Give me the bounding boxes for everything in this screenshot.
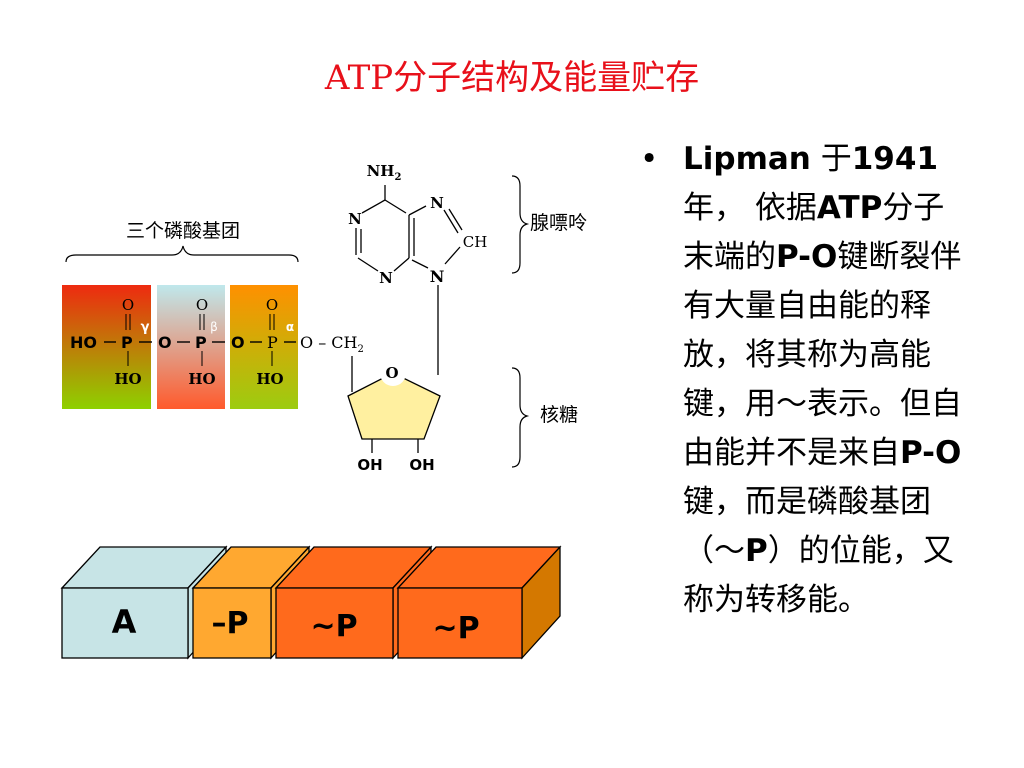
block-p3-label: ~P [432, 611, 479, 646]
block-p1-front [192, 587, 272, 659]
block-a-front [61, 587, 189, 659]
phosphate-group-label: 三个磷酸基团 [126, 220, 240, 242]
alpha-label: α [286, 320, 294, 334]
chain-p-beta: P [195, 333, 207, 352]
alpha-ho: HO [256, 370, 283, 388]
chain-ho-left: HO [70, 333, 97, 352]
chain-o-link-1: O [158, 333, 172, 352]
adenine-label: 腺嘌呤 [530, 212, 587, 234]
atp-blocks [60, 545, 562, 660]
bullet-marker: • [640, 141, 659, 177]
gamma-phosphate-box [62, 285, 151, 409]
beta-label: β [210, 320, 218, 334]
ho-bond-lines [127, 351, 273, 366]
block-p2-front [275, 587, 394, 659]
ribose-brace [511, 367, 530, 468]
block-p1-label: –P [212, 606, 249, 641]
adenine-ch: CH [463, 233, 488, 251]
beta-ho: HO [188, 370, 215, 388]
phosphate-brace [65, 245, 299, 263]
description-bullet: • Lipman 于1941年， 依据ATP分子末端的P-O键断裂伴有大量自由能… [640, 135, 970, 625]
adenine-brace [511, 175, 530, 274]
chain-o-ch2: O – CH2 [300, 333, 364, 355]
adenine-nh2: NH2 [367, 162, 402, 183]
adenine-n-link: N [430, 267, 445, 286]
ribose-o: O [385, 364, 398, 382]
adenine-n-left: N [348, 210, 362, 228]
gamma-double-o: O [122, 296, 134, 314]
block-p2-label: ~P [310, 609, 357, 644]
block-a-label: A [112, 603, 137, 641]
ribose-oh-left: OH [357, 456, 382, 474]
adenine-n-top: N [430, 194, 444, 212]
ribose-oh-right: OH [409, 456, 434, 474]
slide-title: ATP分子结构及能量贮存 [324, 58, 700, 98]
double-bond-lines [125, 314, 275, 330]
chain-o-link-2: O [231, 333, 245, 352]
bullet-text: Lipman 于1941年， 依据ATP分子末端的P-O键断裂伴有大量自由能的释… [683, 141, 962, 618]
chain-p-alpha: P [267, 333, 278, 352]
ribose-oh-bonds [371, 439, 419, 453]
ribose-ring [347, 372, 441, 440]
gamma-ho: HO [114, 370, 141, 388]
beta-phosphate-box [157, 285, 225, 409]
ribose-label: 核糖 [540, 404, 578, 426]
alpha-phosphate-box [230, 285, 298, 409]
chain-p-gamma: P [121, 333, 133, 352]
gamma-label: γ [141, 320, 150, 335]
alpha-double-o: O [266, 296, 278, 314]
block-p3-front [397, 587, 523, 659]
adenine-n-bottom: N [379, 269, 393, 287]
adenine-ring-bonds [355, 185, 463, 375]
ribose-o-circle [380, 360, 406, 386]
beta-double-o: O [196, 296, 208, 314]
